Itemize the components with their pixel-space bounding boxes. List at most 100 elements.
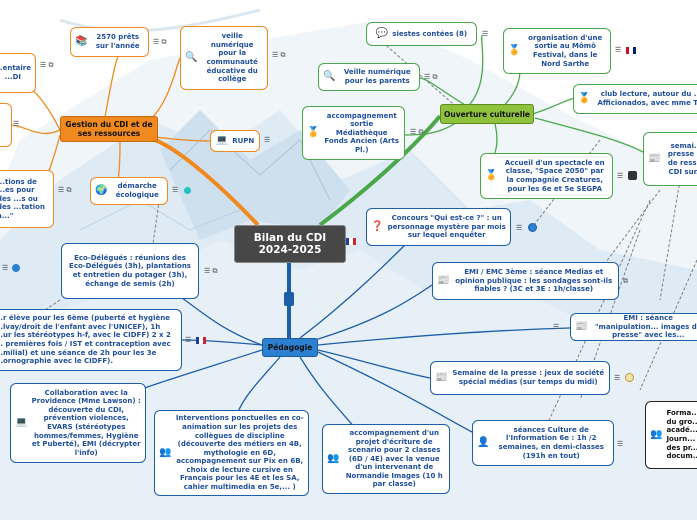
notes-icon[interactable]: ⧉ [623,277,628,285]
notes-icon[interactable]: ☰ [13,120,20,128]
node-ecriture[interactable]: 👥 accompagnement d'un projet d'écriture d… [322,424,450,494]
flag-france-icon [196,337,206,344]
search-icon: 🔍 [323,70,336,82]
node-left-mid[interactable]: ...tions de ...es pour des ...s ou des .… [0,170,54,228]
notes-icon[interactable]: ☰ [617,440,624,448]
branch-gestion[interactable]: Gestion du CDI et de ses ressources [60,116,158,142]
question-icon: ❓ [371,220,384,232]
node-emi-emc-label: EMI / EMC 3ème : séance Medias et opinio… [455,268,613,294]
node-veille-num-label: veille numérique pour la communauté éduc… [206,32,258,84]
node-club-label: club lecture, autour du ... Afficionados… [597,90,697,107]
node-concours-label: Concours "Qui est-ce ?" : un personnage … [387,214,506,240]
node-veille-num[interactable]: 🔍 veille numérique pour la communauté édu… [180,26,268,90]
node-accomp-sortie-label: accompagnement sortie Médiathèque Fonds … [324,111,400,154]
badge-icon: 🏅 [508,44,521,56]
node-club[interactable]: 🏅 club lecture, autour du ... Afficionado… [573,84,697,114]
node-veille-parents-label: Veille numérique pour les parents [343,68,411,85]
node-emi-emc[interactable]: 📰 EMI / EMC 3ème : séance Medias et opini… [432,262,619,300]
node-rupn[interactable]: 💻RUPN [210,130,260,152]
people-icon: 👥 [327,452,340,464]
link-icon[interactable] [625,373,634,382]
notes-icon[interactable]: ☰ [516,224,523,232]
node-semaine-presse-r[interactable]: 📰 semai... presse ... de ress... CDI sur.… [643,132,697,186]
notes-icon[interactable]: ☰ ⧉ [204,267,218,275]
node-culture-info-label: séances Culture de l'Information 6e : 1h… [498,425,604,460]
notes-icon[interactable]: ☰ ⧉ [58,186,72,194]
globe-icon: 🌍 [95,184,108,196]
node-eco-delegues-label: Eco-Délégués : réunions des Eco-Délégués… [69,253,191,288]
newspaper-icon: 📰 [575,320,588,332]
central-subtitle: 2024-2025 [258,244,322,256]
node-eleve-6e-label: ...r élève pour les 6ème (puberté et hyg… [0,314,171,366]
badge-icon: 🏅 [578,92,591,104]
link-icon[interactable] [528,223,537,232]
node-eleve-6e[interactable]: ...r élève pour les 6ème (puberté et hyg… [0,309,182,371]
computer-icon: 💻 [215,134,229,146]
notes-icon[interactable]: ☰ ⧉ [40,61,54,69]
notes-icon[interactable]: ☰ [172,186,179,194]
node-semaine-presse[interactable]: 📰 Semaine de la presse : jeux de société … [430,361,610,395]
notes-icon[interactable]: ☰ [482,30,489,38]
node-ecriture-label: accompagnement d'un projet d'écriture de… [345,428,443,489]
notes-icon[interactable]: ☰ [264,136,271,144]
newspaper-icon: 📰 [648,152,661,164]
notes-icon[interactable]: ☰ [617,172,624,180]
notes-icon[interactable]: ☰ [553,323,560,331]
computer-icon: 💻 [15,416,28,428]
node-eco-delegues[interactable]: Eco-Délégués : réunions des Eco-Délégués… [61,243,199,299]
newspaper-icon: 📰 [437,274,450,286]
node-left-top[interactable]: ...entaire ...DI [0,53,36,93]
cube-icon [628,171,637,180]
badge-icon: 🏅 [485,169,498,181]
node-demarche[interactable]: 🌍 démarche écologique [90,177,168,205]
notes-icon[interactable]: ☰ ⧉ [424,73,438,81]
node-semaine-presse-r-label: semai... presse ... de ress... CDI sur..… [667,141,697,176]
people-icon: 👥 [159,446,172,458]
node-momo[interactable]: 🏅 organisation d'une sortie au Mômô Festi… [503,28,611,74]
node-momo-label: organisation d'une sortie au Mômô Festiv… [528,33,603,68]
node-semaine-presse-label: Semaine de la presse : jeux de société s… [452,369,605,386]
node-veille-parents[interactable]: 🔍 Veille numérique pour les parents [318,63,420,91]
node-spectacle[interactable]: 🏅 Accueil d'un spectacle en classe, "Spac… [480,153,613,199]
notes-icon[interactable]: ☰ ⧉ [410,128,424,136]
branch-pedagogie[interactable]: Pédagogie [262,338,318,357]
node-interventions-label: Interventions ponctuelles en co-animatio… [175,414,304,492]
branch-ouverture-label: Ouverture culturelle [443,109,530,119]
notes-icon[interactable]: ☰ ⧉ [153,38,167,46]
status-dot [184,187,191,194]
chat-icon: 💬 [375,27,389,39]
node-interventions[interactable]: 👥Interventions ponctuelles en co-animati… [154,410,309,496]
notes-icon[interactable]: ☰ [614,374,621,382]
node-spectacle-label: Accueil d'un spectacle en classe, "Space… [504,158,605,193]
notes-icon[interactable]: ☰ [615,46,622,54]
node-left-mid-label: ...tions de ...es pour des ...s ou des .… [0,177,45,220]
node-culture-info[interactable]: 👤 séances Culture de l'Information 6e : 1… [472,420,614,466]
node-collab[interactable]: 💻Collaboration avec la Providence (Mme L… [10,383,146,463]
person-icon: 👤 [477,436,490,448]
node-emi-manip[interactable]: 📰 EMI : séance "manipulation... images de… [570,313,697,341]
node-formation[interactable]: 👥Forma... du gro... acadé... Journ... de… [645,401,697,469]
notes-icon[interactable]: ☰ [2,264,9,272]
newspaper-icon: 📰 [435,371,448,383]
link-icon[interactable] [12,264,20,272]
node-prets-label: 2570 prêts sur l'année [95,33,140,50]
branch-pedagogie-label: Pédagogie [267,343,313,352]
branch-gestion-label: Gestion du CDI et de ses ressources [65,120,153,138]
central-topic[interactable]: Bilan du CDI 2024-2025 [234,225,346,263]
books-icon: 📚 [75,35,88,47]
node-concours[interactable]: ❓Concours "Qui est-ce ?" : un personnage… [366,208,511,246]
notes-icon[interactable]: ☰ [185,336,192,344]
notes-icon[interactable]: ☰ ⧉ [272,51,286,59]
flag-france-icon [346,238,356,245]
node-collab-label: Collaboration avec la Providence (Mme La… [31,388,141,457]
node-formation-label: Forma... du gro... acadé... Journ... des… [666,409,697,461]
branch-ouverture[interactable]: Ouverture culturelle [440,104,534,124]
node-emi-manip-label: EMI : séance "manipulation... images de … [594,314,697,340]
search-icon: 🔍 [185,51,198,63]
node-prets[interactable]: 📚 2570 prêts sur l'année [70,27,149,57]
node-left-small[interactable] [0,103,12,147]
collapse-handle[interactable] [284,292,294,306]
node-demarche-label: démarche écologique [115,182,159,199]
node-siestes[interactable]: 💬siestes contées (8) [366,22,477,46]
node-accomp-sortie[interactable]: 🏅accompagnement sortie Médiathèque Fonds… [302,106,405,160]
